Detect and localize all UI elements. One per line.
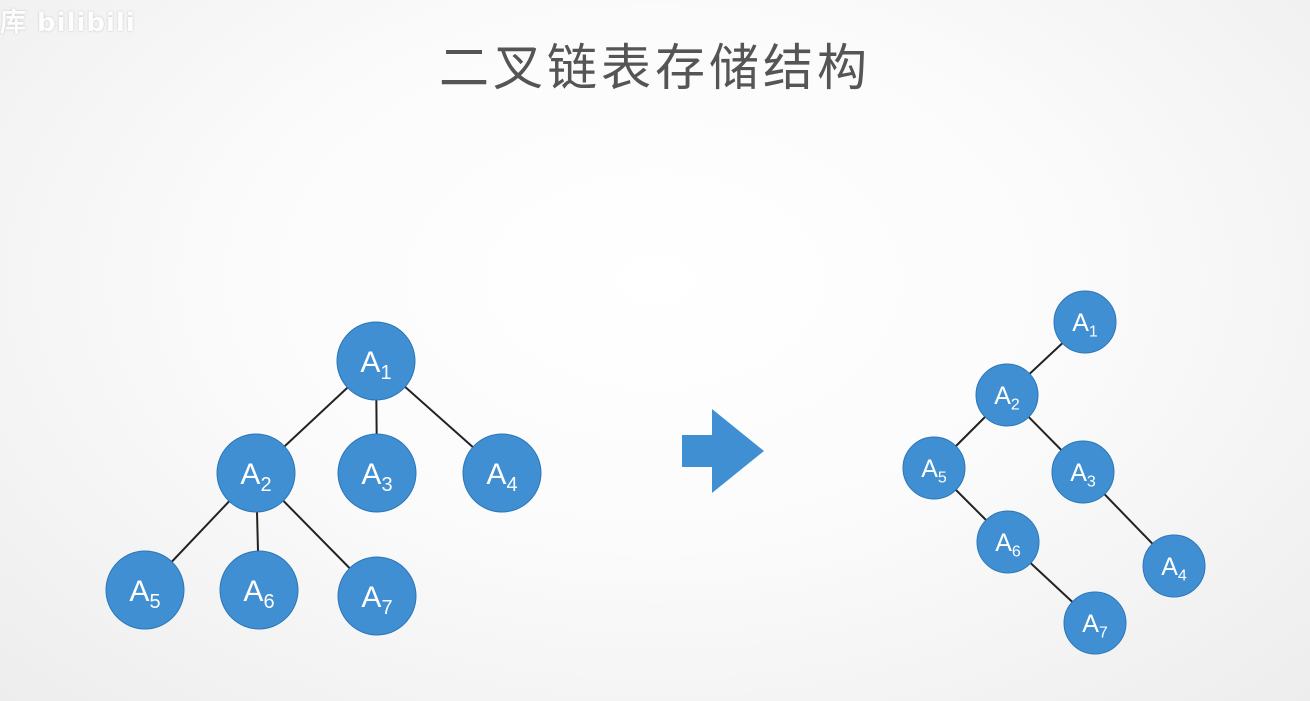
- right-node-a7: A7: [1063, 591, 1127, 655]
- node-circle: [219, 550, 299, 630]
- right-node-a3: A3: [1051, 440, 1115, 504]
- node-label: A6: [243, 575, 274, 613]
- left-node-a2: A2: [216, 433, 296, 513]
- node-circle: [1053, 290, 1117, 354]
- node-circle: [336, 321, 416, 401]
- node-circle: [975, 363, 1039, 427]
- left-node-a4: A4: [462, 433, 542, 513]
- node-circle: [337, 433, 417, 513]
- node-label: A7: [361, 581, 392, 619]
- right-node-a4: A4: [1142, 534, 1206, 598]
- node-label: A3: [361, 458, 392, 496]
- node-label: A5: [921, 455, 947, 487]
- node-circle: [1142, 534, 1206, 598]
- node-label: A1: [360, 346, 391, 384]
- node-circle: [1063, 591, 1127, 655]
- node-label: A4: [486, 458, 517, 496]
- left-node-a3: A3: [337, 433, 417, 513]
- node-label: A1: [1072, 309, 1098, 341]
- left-node-a1: A1: [336, 321, 416, 401]
- node-label: A4: [1161, 553, 1187, 585]
- node-label: A6: [995, 529, 1021, 561]
- node-circle: [105, 550, 185, 630]
- node-label: A7: [1082, 610, 1108, 642]
- right-node-a2: A2: [975, 363, 1039, 427]
- node-label: A2: [994, 382, 1020, 414]
- node-label: A5: [129, 575, 160, 613]
- right-node-a1: A1: [1053, 290, 1117, 354]
- right-node-a5: A5: [902, 436, 966, 500]
- left-node-a6: A6: [219, 550, 299, 630]
- bilibili-watermark: 库 bilibili: [0, 8, 136, 38]
- node-circle: [976, 510, 1040, 574]
- left-tree-edges: [144, 360, 503, 597]
- left-node-a5: A5: [105, 550, 185, 630]
- left-node-a7: A7: [337, 556, 417, 636]
- right-node-a6: A6: [976, 510, 1040, 574]
- right-arrow-icon: [682, 409, 764, 493]
- node-circle: [1051, 440, 1115, 504]
- node-circle: [216, 433, 296, 513]
- node-circle: [462, 433, 542, 513]
- node-label: A2: [240, 458, 271, 496]
- page-title: 二叉链表存储结构: [439, 39, 871, 97]
- node-circle: [902, 436, 966, 500]
- node-circle: [337, 556, 417, 636]
- node-label: A3: [1070, 459, 1096, 491]
